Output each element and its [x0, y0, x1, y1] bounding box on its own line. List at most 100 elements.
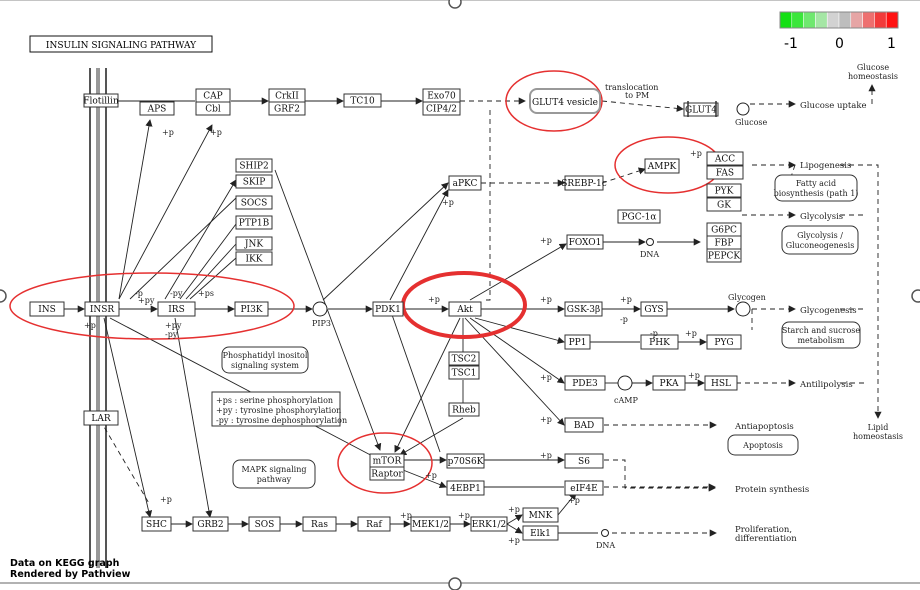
gene-box-tsc1[interactable]	[448, 365, 480, 380]
gene-node-cbl[interactable]: Cbl	[195, 101, 231, 116]
gene-box-ampk[interactable]	[644, 158, 680, 174]
gene-node-eif4e[interactable]: eIF4E	[564, 480, 604, 496]
gene-box-pp1[interactable]	[564, 334, 591, 350]
gene-box-socs[interactable]	[235, 195, 273, 210]
gene-node-sos[interactable]: SOS	[248, 516, 281, 532]
mapk-box[interactable]	[232, 459, 316, 489]
gene-node-ship2[interactable]: SHIP2	[235, 158, 273, 173]
gene-box-jnk[interactable]	[235, 236, 273, 251]
gene-node-ins[interactable]: INS	[29, 301, 65, 317]
gene-node-grf2[interactable]: GRF2	[268, 101, 306, 116]
gene-box-srebp[interactable]	[564, 175, 604, 191]
frame-handle-bottom[interactable]	[448, 577, 462, 590]
gene-box-mek[interactable]	[410, 516, 451, 532]
gene-node-pka[interactable]: PKA	[652, 375, 686, 391]
gene-node-ampk[interactable]: AMPK	[644, 158, 680, 174]
gene-box-ship2[interactable]	[235, 158, 273, 173]
gene-node-ikk[interactable]: IKK	[235, 251, 273, 266]
gene-box-aps[interactable]	[139, 101, 175, 116]
gene-node-srebp[interactable]: SREBP-1c	[561, 175, 607, 191]
fatty-acid-box[interactable]	[774, 174, 858, 202]
gene-box-erk[interactable]	[470, 516, 508, 532]
gene-node-rheb[interactable]: Rheb	[448, 402, 480, 417]
gene-box-shc[interactable]	[141, 516, 172, 532]
gene-node-gsk3b[interactable]: GSK-3β	[564, 301, 603, 317]
gene-box-flotillin[interactable]	[83, 93, 119, 108]
gene-node-hsl[interactable]: HSL	[704, 375, 738, 391]
gene-box-pepck[interactable]	[706, 248, 742, 263]
gene-box-lar[interactable]	[83, 410, 119, 426]
gene-box-hsl[interactable]	[704, 375, 738, 391]
gene-node-acc[interactable]: ACC	[706, 151, 744, 166]
gene-box-pyg[interactable]	[706, 334, 742, 350]
gene-box-tsc2[interactable]	[448, 351, 480, 366]
gene-node-tc10[interactable]: TC10	[343, 93, 382, 108]
gene-node-cip42[interactable]: CIP4/2	[422, 101, 461, 116]
gene-box-skip[interactable]	[235, 174, 273, 189]
dna2-node[interactable]	[601, 529, 609, 537]
glycogen-node[interactable]	[735, 301, 751, 317]
gene-box-insr[interactable]	[84, 301, 120, 317]
gene-box-raptor[interactable]	[369, 466, 405, 481]
gene-box-ikk[interactable]	[235, 251, 273, 266]
gene-box-glut4[interactable]	[683, 102, 719, 117]
gene-node-mek[interactable]: MEK1/2	[410, 516, 451, 532]
frame-handle-right[interactable]	[911, 289, 920, 303]
gene-box-elk1[interactable]	[522, 525, 559, 541]
gene-node-ras[interactable]: Ras	[302, 516, 337, 532]
gene-node-pp1[interactable]: PP1	[564, 334, 591, 350]
gene-node-grb2[interactable]: GRB2	[192, 516, 229, 532]
gene-node-tsc1[interactable]: TSC1	[448, 365, 480, 380]
gene-box-gk[interactable]	[706, 197, 742, 212]
dna-node[interactable]	[646, 238, 654, 246]
gene-box-cip42[interactable]	[422, 101, 461, 116]
gene-node-raptor[interactable]: Raptor	[369, 466, 405, 481]
gene-box-cbl[interactable]	[195, 101, 231, 116]
glucose-node[interactable]	[736, 102, 750, 116]
gene-box-sos[interactable]	[248, 516, 281, 532]
gene-box-irs[interactable]	[157, 301, 196, 317]
phosphatidyl-box[interactable]	[221, 346, 309, 374]
gene-node-p70s6k[interactable]: p70S6K	[446, 453, 485, 469]
gene-node-bad[interactable]: BAD	[564, 417, 604, 433]
gene-node-pdk1[interactable]: PDK1	[372, 301, 404, 317]
gene-box-tc10[interactable]	[343, 93, 382, 108]
gene-node-gys[interactable]: GYS	[640, 301, 668, 317]
gene-node-foxo1[interactable]: FOXO1	[566, 234, 604, 250]
gene-node-flotillin[interactable]: Flotillin	[83, 93, 119, 108]
gene-node-ptp1b[interactable]: PTP1B	[235, 215, 273, 230]
gene-box-fourebp1[interactable]	[446, 480, 485, 496]
gene-box-pdk1[interactable]	[372, 301, 404, 317]
gene-node-pgc[interactable]: PGC-1α	[617, 209, 661, 224]
gene-node-exo70[interactable]: Exo70	[422, 88, 461, 103]
gene-box-pka[interactable]	[652, 375, 686, 391]
gene-node-elk1[interactable]: Elk1	[522, 525, 559, 541]
gene-node-skip[interactable]: SKIP	[235, 174, 273, 189]
gene-box-pyk[interactable]	[706, 183, 742, 198]
gene-node-pepck[interactable]: PEPCK	[706, 248, 742, 263]
gene-box-ptp1b[interactable]	[235, 215, 273, 230]
gene-box-s6[interactable]	[564, 453, 604, 469]
gene-box-bad[interactable]	[564, 417, 604, 433]
gene-node-mtor[interactable]: mTOR	[369, 453, 405, 468]
gene-node-insr[interactable]: INSR	[84, 301, 120, 317]
gene-node-gk[interactable]: GK	[706, 197, 742, 212]
gene-box-eif4e[interactable]	[564, 480, 604, 496]
gene-node-pi3k[interactable]: PI3K	[234, 301, 269, 317]
gene-box-raf[interactable]	[357, 516, 391, 532]
gene-node-s6[interactable]: S6	[564, 453, 604, 469]
gene-box-ras[interactable]	[302, 516, 337, 532]
gene-box-acc[interactable]	[706, 151, 744, 166]
gene-node-g6pc[interactable]: G6PC	[706, 222, 742, 237]
gene-node-shc[interactable]: SHC	[141, 516, 172, 532]
gene-box-phk[interactable]	[640, 334, 679, 350]
frame-handle-top[interactable]	[448, 0, 462, 9]
gene-node-lar[interactable]: LAR	[83, 410, 119, 426]
gene-node-jnk[interactable]: JNK	[235, 236, 273, 251]
gene-box-rheb[interactable]	[448, 402, 480, 417]
gene-box-gys[interactable]	[640, 301, 668, 317]
gene-box-pgc[interactable]	[617, 209, 661, 224]
gene-node-crkii[interactable]: CrkII	[268, 88, 306, 103]
frame-handle-left[interactable]	[0, 289, 7, 303]
gene-node-aps[interactable]: APS	[139, 101, 175, 116]
